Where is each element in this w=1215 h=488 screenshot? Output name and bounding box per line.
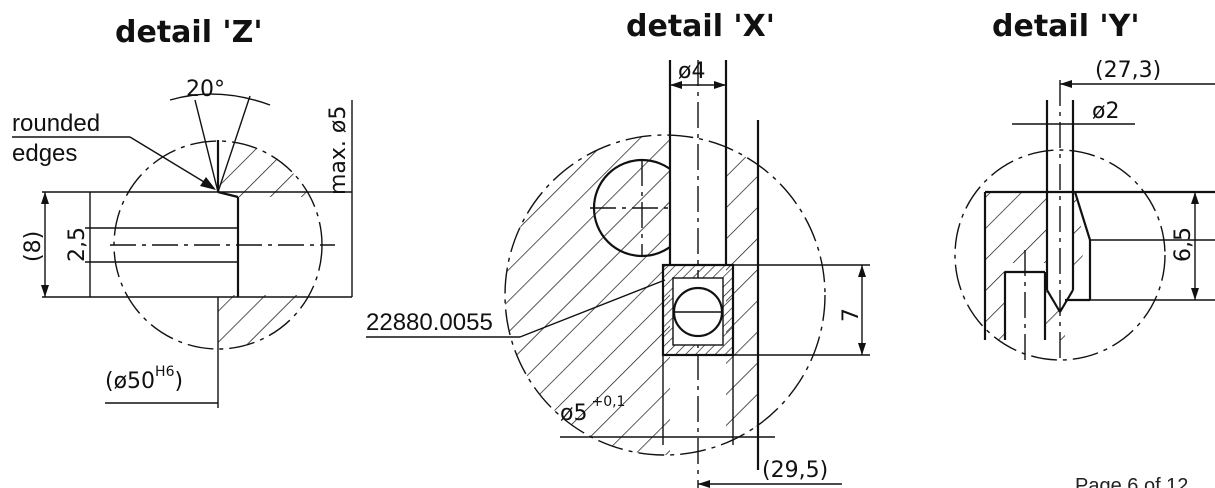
- detail-z-note-line2: edges: [12, 140, 77, 167]
- detail-z-dia: (ø50H6): [105, 364, 183, 394]
- detail-x-dia: ø5+0,1: [560, 394, 625, 426]
- detail-y-dim-top: (27,3): [1095, 58, 1161, 83]
- detail-z-title: detail 'Z': [115, 15, 263, 50]
- detail-z-hatch-lower: [218, 295, 322, 349]
- detail-y-dim-dia: ø2: [1092, 99, 1119, 124]
- page-indicator: Page 6 of 12: [1075, 475, 1188, 488]
- detail-x-dim-top: ø4: [678, 59, 705, 84]
- detail-x-dim-7: 7: [839, 308, 864, 322]
- detail-x-part-number: 22880.0055: [366, 309, 493, 336]
- detail-z-dim-8: (8): [21, 231, 46, 262]
- detail-z-hatch-upper: [218, 141, 322, 197]
- detail-y-title: detail 'Y': [992, 9, 1140, 44]
- detail-y-dim-side: 6,5: [1171, 227, 1196, 262]
- detail-z: detail 'Z' (8) 2,5 max. ø5: [12, 15, 353, 408]
- detail-y: detail 'Y' (27,3) ø2: [954, 9, 1215, 361]
- detail-z-note-line1: rounded: [12, 110, 100, 137]
- detail-z-dim-max: max. ø5: [326, 106, 351, 195]
- detail-x-dim-bottom: (29,5): [762, 458, 828, 483]
- detail-x-title: detail 'X': [626, 9, 775, 44]
- detail-z-angle: 20°: [186, 77, 225, 102]
- detail-z-dim-25: 2,5: [65, 227, 90, 262]
- detail-x: detail 'X' ø4 7: [366, 9, 870, 488]
